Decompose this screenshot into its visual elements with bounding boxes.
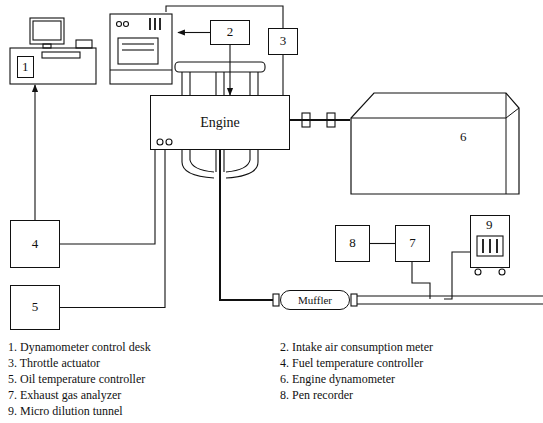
engine-block: Engine [150,95,290,150]
analyzer-box: 7 [395,225,430,262]
rack-knob [117,22,122,27]
tunnel-panel [477,236,503,256]
rack-meter [149,18,151,30]
tunnel-gauge [496,239,498,253]
intake-plenum [175,62,265,72]
key-entry: 7. Exhaust gas analyzer [8,388,121,402]
key-entry: 8. Pen recorder [280,388,353,402]
tail-pipe [357,295,543,296]
rack-screen [118,38,158,64]
rack-meter [159,18,161,30]
desk [10,48,96,84]
intake-runner [182,72,258,95]
node-label: 6 [460,130,467,144]
connector-line [178,32,210,33]
exhaust-pipe [220,150,273,300]
actuator-box: 3 [268,28,298,55]
sensor-fitting [157,139,163,145]
connector-line [60,150,155,244]
rack-meter [154,18,156,30]
key-entry: 4. Fuel temperature controller [280,356,423,370]
rack-screen-line [122,43,154,44]
node-label: 8 [349,236,356,250]
key-entry: 1. Dynamometer control desk [8,340,151,354]
node-label: Muffler [298,294,332,306]
recorder-box: 8 [335,225,370,262]
pipe-flange [351,294,357,306]
node-label: 5 [32,300,39,314]
drive-shaft [290,119,350,121]
tunnel-gauge [489,239,491,253]
rack-knob [124,22,129,27]
monitor-stand [43,44,51,48]
key-entry: 2. Intake air consumption meter [280,340,433,354]
key-entry: 6. Engine dynamometer [280,372,395,386]
connector-line [282,55,283,95]
pipe-flange [273,294,279,306]
controller-box: 5 [10,285,60,330]
connector-line [166,6,283,28]
node-label: 4 [32,237,39,251]
node-label: 7 [409,236,416,250]
muffler: Muffler [280,290,350,310]
key-entry: 3. Throttle actuator [8,356,100,370]
monitor [30,18,64,44]
connector-line [34,85,35,220]
node-label: 9 [486,218,493,232]
dynamometer-outline [350,92,520,195]
connector-line [370,243,395,244]
dynamometer: 6 [350,92,520,195]
rack-shelf [110,69,172,70]
node-label: 2 [227,25,234,39]
rack-screen-line [122,49,154,50]
dilution-probe [444,252,470,299]
sampling-probe [412,262,430,299]
printer [76,40,92,48]
connector-line [60,150,165,308]
dilution-tunnel: 9 [470,215,510,268]
monitor-screen [33,21,61,40]
control-desk: 1 [5,12,178,85]
tail-pipe [357,303,543,304]
key-entry: 9. Micro dilution tunnel [8,404,123,418]
controller-box: 4 [10,220,60,268]
control-rack [110,14,172,84]
dynamometer-housing [351,93,519,194]
node-label: 1 [17,56,34,78]
dynamometer-edge [351,93,519,194]
sensor-fitting [166,139,172,145]
keyboard [42,52,80,58]
cart-wheel [499,269,505,275]
cart-wheel [475,269,481,275]
connector-line [229,45,230,95]
node-label: 3 [280,34,287,48]
key-entry: 5. Oil temperature controller [8,372,145,386]
node-label: Engine [200,115,240,130]
tunnel-gauge [482,239,484,253]
meter-box: 2 [210,20,250,45]
